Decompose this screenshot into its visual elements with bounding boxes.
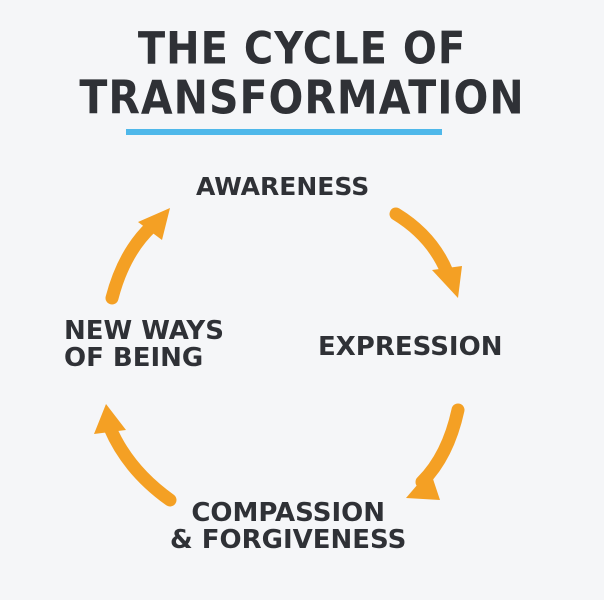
arrow-expression-to-compassion [406,403,465,500]
arrow-new-ways-to-awareness [105,208,170,305]
stage-new-ways-line-1: NEW WAYS [64,316,224,346]
title-line-2: TRANSFORMATION [79,71,525,125]
arrow-awareness-to-expression [389,207,462,298]
title-underline [126,129,442,135]
stage-awareness: AWARENESS [196,172,370,201]
stage-expression: EXPRESSION [318,332,503,362]
stage-compassion-forgiveness: COMPASSION & FORGIVENESS [170,498,407,556]
arrow-compassion-to-new-ways [94,404,177,507]
title-line-1: THE CYCLE OF [137,23,467,75]
stage-compassion-line-2: & FORGIVENESS [170,525,407,556]
stage-new-ways-line-2: OF BEING [64,343,204,374]
stage-compassion-line-1: COMPASSION [191,498,385,528]
stage-new-ways-of-being: NEW WAYS OF BEING [64,316,224,374]
